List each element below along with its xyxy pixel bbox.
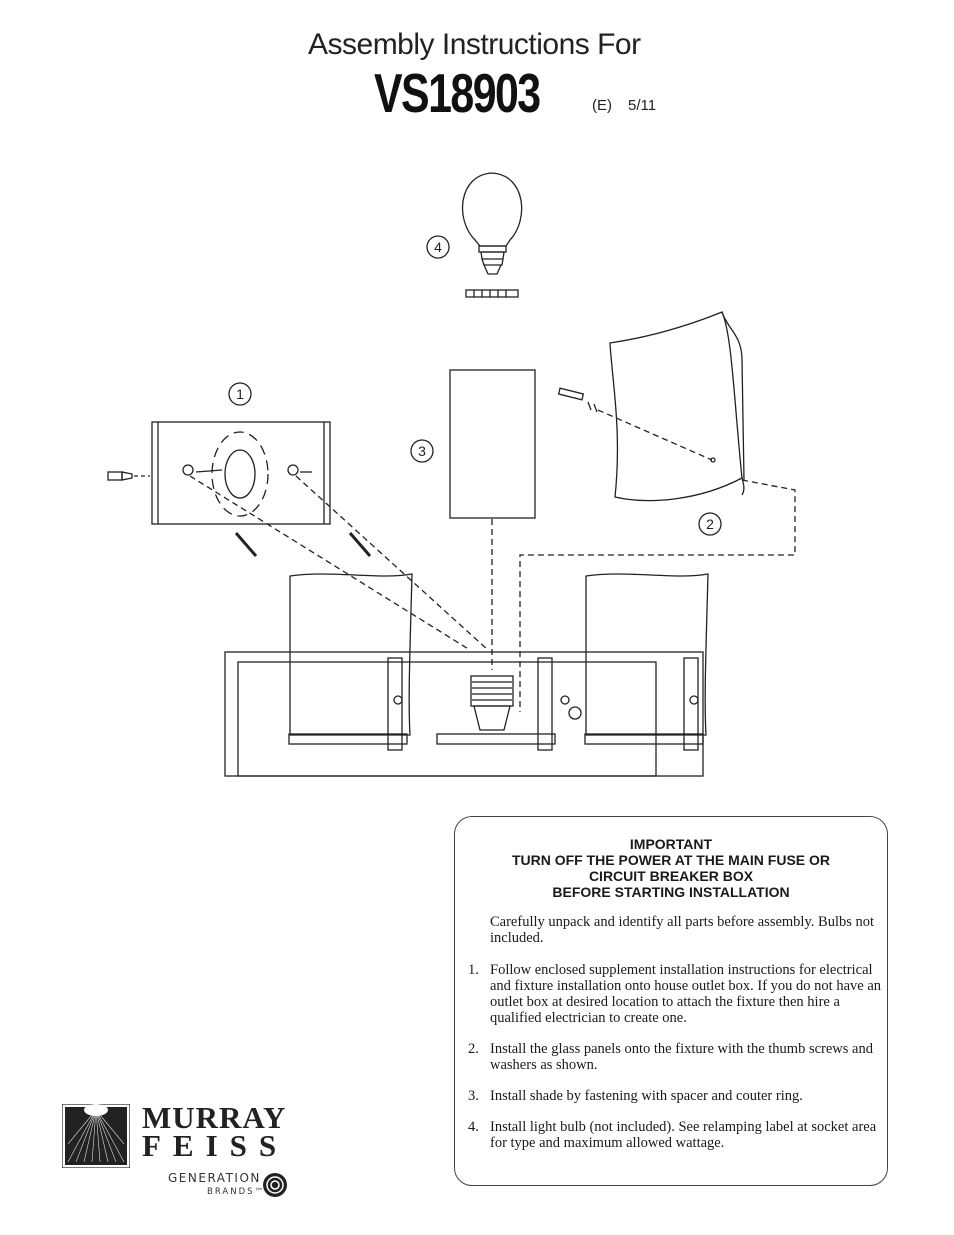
generation-brands-icon bbox=[263, 1173, 287, 1197]
important-notice: IMPORTANT TURN OFF THE POWER AT THE MAIN… bbox=[455, 836, 887, 900]
panel-guide-line bbox=[519, 479, 796, 712]
step-item: 1. Follow enclosed supplement installatio… bbox=[468, 962, 883, 1026]
intro-text: Carefully unpack and identify all parts … bbox=[490, 914, 875, 946]
glass-panel-icon bbox=[609, 311, 745, 502]
fixture-base-icon bbox=[224, 573, 709, 777]
murray-feiss-logo-icon bbox=[62, 1104, 130, 1168]
step-number: 4. bbox=[468, 1119, 479, 1135]
step-text: Follow enclosed supplement installation … bbox=[490, 962, 882, 1026]
important-line-2: CIRCUIT BREAKER BOX bbox=[588, 868, 754, 884]
brands-label: BRANDS™ bbox=[207, 1187, 266, 1197]
steps-list: 1. Follow enclosed supplement installatio… bbox=[468, 962, 883, 1166]
brand-name-line1: MURRAY bbox=[142, 1100, 287, 1135]
mounting-screw-icon bbox=[189, 475, 489, 651]
step-item: 4. Install light bulb (not included). See… bbox=[468, 1119, 883, 1151]
step-number: 2. bbox=[468, 1041, 479, 1057]
callout-4: 4 bbox=[426, 235, 450, 259]
step-item: 2. Install the glass panels onto the fixt… bbox=[468, 1041, 883, 1073]
revision-code: (E) bbox=[592, 97, 612, 114]
callout-3-label: 3 bbox=[418, 443, 426, 459]
light-bulb-icon bbox=[462, 172, 523, 298]
title-line: Assembly Instructions For bbox=[308, 28, 641, 61]
assembly-diagram: 4 2 3 bbox=[107, 172, 796, 777]
brand-name-line2: FEISS bbox=[142, 1128, 289, 1163]
instructions-box: IMPORTANT TURN OFF THE POWER AT THE MAIN… bbox=[454, 816, 888, 1186]
callout-2-label: 2 bbox=[706, 516, 714, 532]
callout-3: 3 bbox=[410, 439, 434, 463]
step-text: Install shade by fastening with spacer a… bbox=[490, 1088, 803, 1104]
model-number: VS18903 bbox=[374, 62, 541, 124]
mounting-plate-icon bbox=[151, 421, 331, 525]
callout-1: 1 bbox=[228, 382, 252, 406]
step-number: 1. bbox=[468, 962, 479, 978]
step-number: 3. bbox=[468, 1088, 479, 1104]
step-text: Install the glass panels onto the fixtur… bbox=[490, 1041, 873, 1073]
shade-icon bbox=[449, 369, 536, 519]
important-heading: IMPORTANT bbox=[629, 836, 713, 852]
wire-nut-icon bbox=[107, 471, 150, 481]
revision-date: 5/11 bbox=[628, 97, 657, 114]
thumb-screw-icon bbox=[557, 387, 716, 463]
callout-2: 2 bbox=[698, 512, 722, 536]
step-item: 3. Install shade by fastening with spacer… bbox=[468, 1088, 883, 1104]
callout-1-label: 1 bbox=[236, 386, 244, 402]
important-line-1: TURN OFF THE POWER AT THE MAIN FUSE OR bbox=[511, 852, 831, 868]
generation-label: GENERATION bbox=[168, 1171, 261, 1185]
step-text: Install light bulb (not included). See r… bbox=[490, 1119, 877, 1151]
important-line-3: BEFORE STARTING INSTALLATION bbox=[552, 884, 790, 900]
revision-info: (E) 5/11 bbox=[592, 97, 672, 114]
callout-4-label: 4 bbox=[434, 239, 442, 255]
